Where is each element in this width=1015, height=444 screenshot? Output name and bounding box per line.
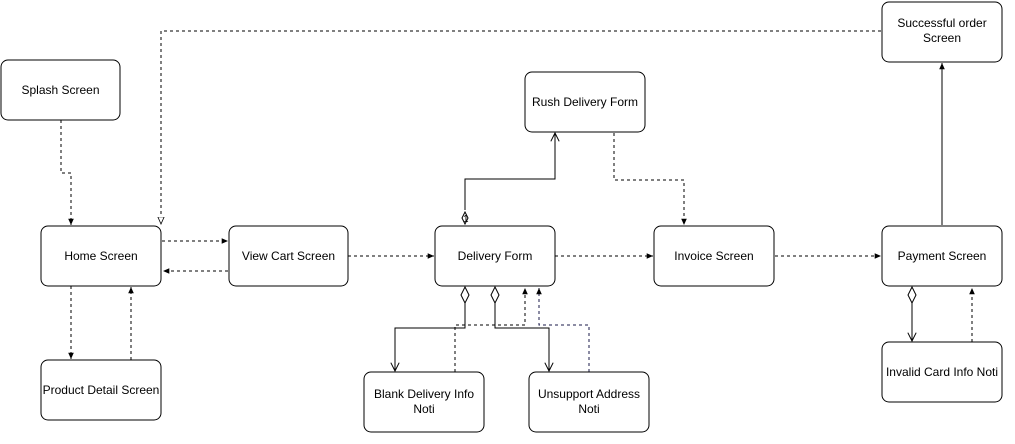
node-splash-screen[interactable]: Splash Screen (0, 59, 121, 121)
blank-diamond (460, 285, 470, 305)
node-label-line1: Blank Delivery Info (374, 387, 474, 401)
node-delivery-form[interactable]: Delivery Form (434, 225, 556, 287)
node-label-line2: Screen (923, 31, 961, 45)
mult-rush: 1 (463, 214, 469, 225)
node-blank-delivery-info-noti[interactable]: Blank Delivery Info Noti (363, 371, 485, 433)
node-label-line2: Noti (413, 402, 434, 416)
node-payment-screen[interactable]: Payment Screen (881, 225, 1003, 287)
node-label: Product Detail Screen (43, 383, 160, 397)
node-label: Invalid Card Info Noti (886, 365, 998, 379)
node-label: Delivery Form (458, 249, 533, 263)
edge-delivery-to-rush (464, 133, 555, 210)
node-invalid-card-info-noti[interactable]: Invalid Card Info Noti (881, 341, 1003, 403)
edge-delivery-to-unsupport (494, 303, 549, 371)
rush-diamond (461, 210, 469, 226)
node-view-cart-screen[interactable]: View Cart Screen (228, 225, 349, 287)
node-label: View Cart Screen (242, 249, 335, 263)
edge-unsupport-to-delivery (536, 288, 590, 372)
unsupport-diamond (490, 285, 500, 305)
node-product-detail-screen[interactable]: Product Detail Screen (40, 359, 162, 421)
node-label-line1: Unsupport Address (538, 387, 640, 401)
node-label: Invoice Screen (674, 249, 753, 263)
node-label-line2: Noti (578, 402, 599, 416)
node-rush-delivery-form[interactable]: Rush Delivery Form (524, 71, 646, 133)
node-label: Splash Screen (21, 83, 99, 97)
node-label-line1: Successful order (897, 16, 986, 30)
node-label: Home Screen (64, 249, 137, 263)
edge-rush-to-invoice (613, 133, 687, 225)
node-label: Payment Screen (898, 249, 987, 263)
edge-success-to-home (161, 30, 881, 224)
node-label: Rush Delivery Form (532, 95, 638, 109)
node-unsupport-address-noti[interactable]: Unsupport Address Noti (528, 371, 650, 433)
node-invoice-screen[interactable]: Invoice Screen (653, 225, 775, 287)
node-successful-order-screen[interactable]: Successful order Screen (881, 1, 1003, 63)
node-home-screen[interactable]: Home Screen (40, 225, 162, 287)
edge-splash-to-home (60, 120, 74, 225)
edge-delivery-to-blank (395, 303, 466, 371)
invalid-card-diamond (907, 285, 917, 305)
